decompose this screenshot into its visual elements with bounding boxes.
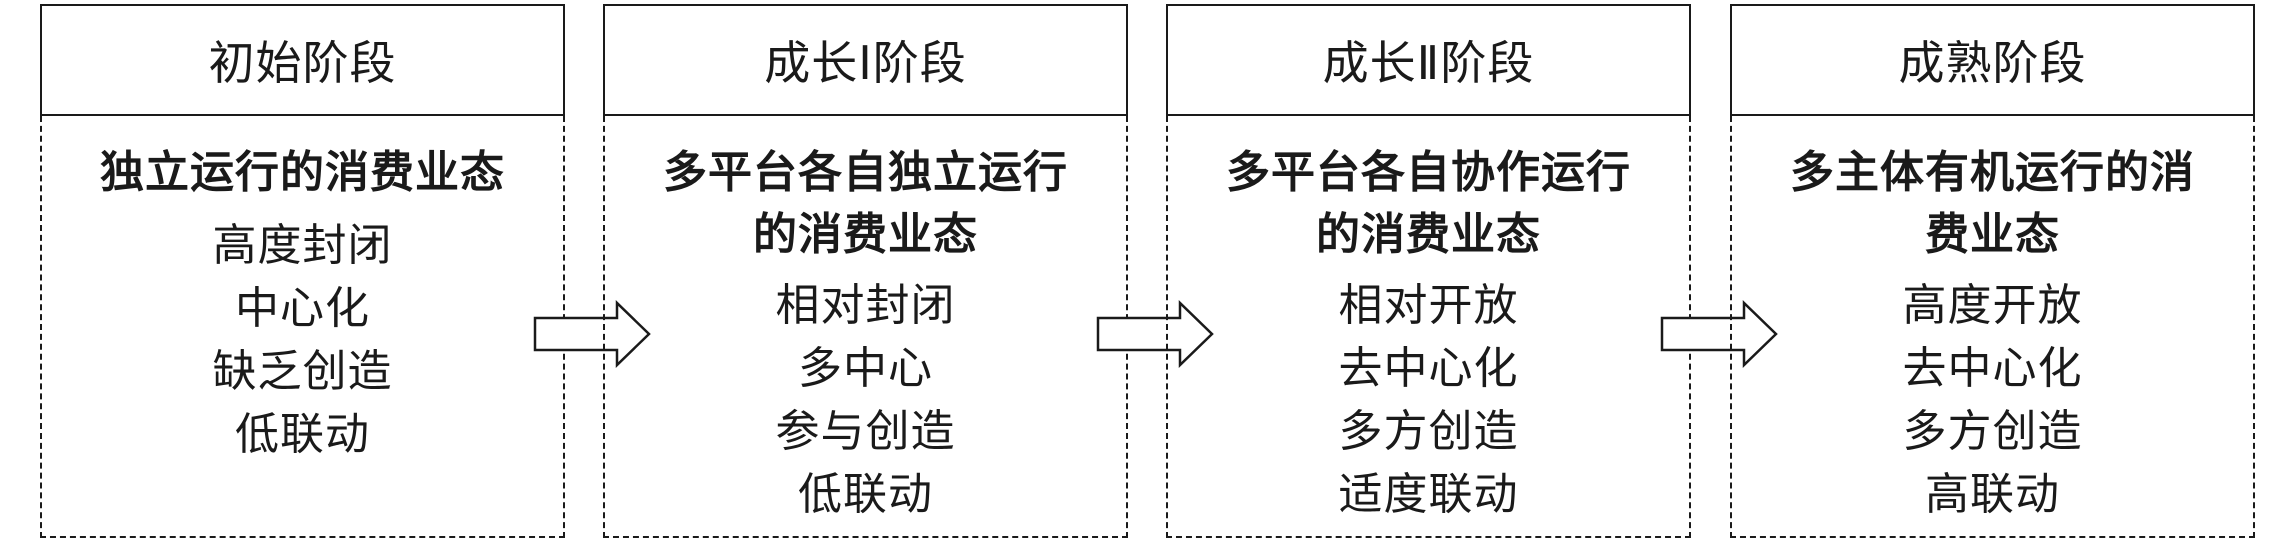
stage-content-box: 独立运行的消费业态 高度封闭 中心化 缺乏创造 低联动: [40, 116, 565, 538]
stage-subtitle-line: 的消费业态: [753, 209, 978, 260]
stage-subtitle-line: 的消费业态: [1316, 209, 1541, 260]
feature-item: 中心化: [235, 283, 370, 334]
stage-title-box: 成熟阶段: [1730, 4, 2255, 116]
feature-item: 多方创造: [1902, 406, 2083, 457]
stage-subtitle-line: 多平台各自协作运行: [1226, 147, 1631, 198]
feature-item: 多中心: [798, 343, 933, 394]
feature-item: 去中心化: [1902, 343, 2083, 394]
stage-initial: 初始阶段 独立运行的消费业态 高度封闭 中心化 缺乏创造 低联动: [40, 4, 565, 538]
stage-title-box: 成长Ⅱ阶段: [1166, 4, 1691, 116]
stage-subtitle-line: 多主体有机运行的消: [1790, 147, 2195, 198]
feature-item: 多方创造: [1338, 406, 1519, 457]
feature-item: 参与创造: [775, 406, 956, 457]
stage-content-box: 多平台各自独立运行 的消费业态 相对封闭 多中心 参与创造 低联动: [603, 116, 1128, 538]
feature-item: 高度开放: [1902, 280, 2083, 331]
stage-subtitle: 多平台各自协作运行 的消费业态: [1188, 142, 1669, 266]
feature-item: 去中心化: [1338, 343, 1519, 394]
stage-title-box: 初始阶段: [40, 4, 565, 116]
stage-content-box: 多平台各自协作运行 的消费业态 相对开放 去中心化 多方创造 适度联动: [1166, 116, 1691, 538]
right-arrow-icon: [1660, 300, 1778, 368]
stage-title: 成长Ⅱ阶段: [1322, 36, 1535, 90]
stage-subtitle: 多平台各自独立运行 的消费业态: [625, 142, 1106, 266]
feature-item: 高度封闭: [212, 220, 393, 271]
stage-subtitle-line: 费业态: [1925, 209, 2060, 260]
stage-title: 成长Ⅰ阶段: [764, 36, 967, 90]
stage-features: 高度开放 去中心化 多方创造 高联动: [1732, 274, 2253, 526]
stage-features: 相对开放 去中心化 多方创造 适度联动: [1168, 274, 1689, 526]
feature-item: 缺乏创造: [212, 346, 393, 397]
stage-subtitle: 多主体有机运行的消 费业态: [1752, 142, 2233, 266]
stage-subtitle: 独立运行的消费业态: [62, 142, 543, 204]
feature-item: 低联动: [798, 469, 933, 520]
feature-item: 适度联动: [1338, 469, 1519, 520]
stage-mature: 成熟阶段 多主体有机运行的消 费业态 高度开放 去中心化 多方创造 高联动: [1730, 4, 2255, 538]
feature-item: 高联动: [1925, 469, 2060, 520]
stage-features: 高度封闭 中心化 缺乏创造 低联动: [42, 214, 563, 466]
stage-features: 相对封闭 多中心 参与创造 低联动: [605, 274, 1126, 526]
right-arrow-icon: [1096, 300, 1214, 368]
stage-growth-2: 成长Ⅱ阶段 多平台各自协作运行 的消费业态 相对开放 去中心化 多方创造 适度联…: [1166, 4, 1691, 538]
right-arrow-icon: [533, 300, 651, 368]
feature-item: 低联动: [235, 409, 370, 460]
stage-subtitle-line: 独立运行的消费业态: [100, 147, 505, 198]
feature-item: 相对开放: [1338, 280, 1519, 331]
stage-title: 初始阶段: [208, 36, 397, 90]
stage-title: 成熟阶段: [1898, 36, 2087, 90]
stage-growth-1: 成长Ⅰ阶段 多平台各自独立运行 的消费业态 相对封闭 多中心 参与创造 低联动: [603, 4, 1128, 538]
stage-title-box: 成长Ⅰ阶段: [603, 4, 1128, 116]
stage-subtitle-line: 多平台各自独立运行: [663, 147, 1068, 198]
feature-item: 相对封闭: [775, 280, 956, 331]
stage-content-box: 多主体有机运行的消 费业态 高度开放 去中心化 多方创造 高联动: [1730, 116, 2255, 538]
